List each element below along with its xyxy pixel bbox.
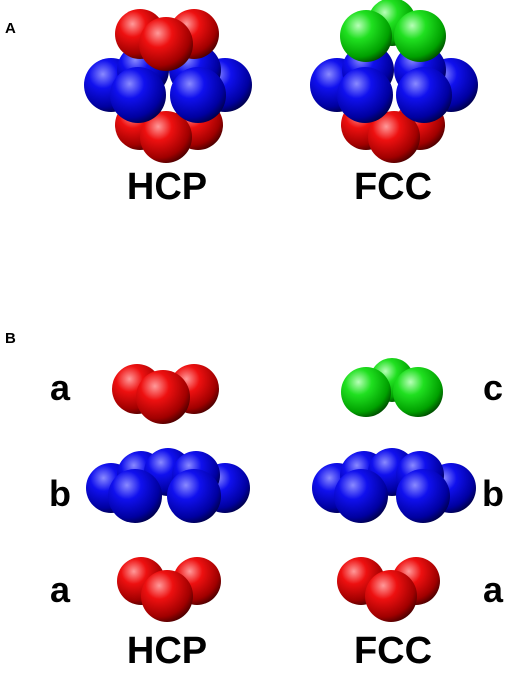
sphere (341, 367, 391, 417)
hcp-layer-letter-top: a (49, 367, 71, 408)
fcc-label-b: FCC (353, 630, 433, 672)
sphere (170, 67, 226, 123)
sphere (340, 10, 392, 62)
sphere (365, 570, 417, 622)
hcp-label-a: HCP (126, 166, 208, 208)
sphere (337, 67, 393, 123)
sphere (139, 17, 193, 71)
sphere (167, 469, 221, 523)
hcp-layers (86, 364, 250, 622)
sphere (394, 10, 446, 62)
sphere (396, 469, 450, 523)
sphere (368, 111, 420, 163)
sphere (108, 469, 162, 523)
sphere (393, 367, 443, 417)
hcp-layer-letter-bottom: a (49, 569, 71, 610)
panel-label-b: B (5, 330, 16, 347)
sphere (334, 469, 388, 523)
sphere (396, 67, 452, 123)
fcc-stack (310, 0, 478, 163)
fcc-layer-letter-top: c (482, 367, 504, 408)
fcc-layer-letter-middle: b (482, 473, 504, 514)
hcp-layer-letter-middle: b (49, 473, 71, 514)
fcc-layer-letter-bottom: a (482, 569, 504, 610)
sphere (110, 67, 166, 123)
fcc-label-a: FCC (353, 166, 433, 208)
panel-label-a: A (5, 20, 16, 37)
hcp-label-b: HCP (126, 630, 208, 672)
sphere (140, 111, 192, 163)
sphere (141, 570, 193, 622)
sphere (136, 370, 190, 424)
hcp-stack (84, 9, 252, 163)
fcc-layers (312, 358, 476, 622)
